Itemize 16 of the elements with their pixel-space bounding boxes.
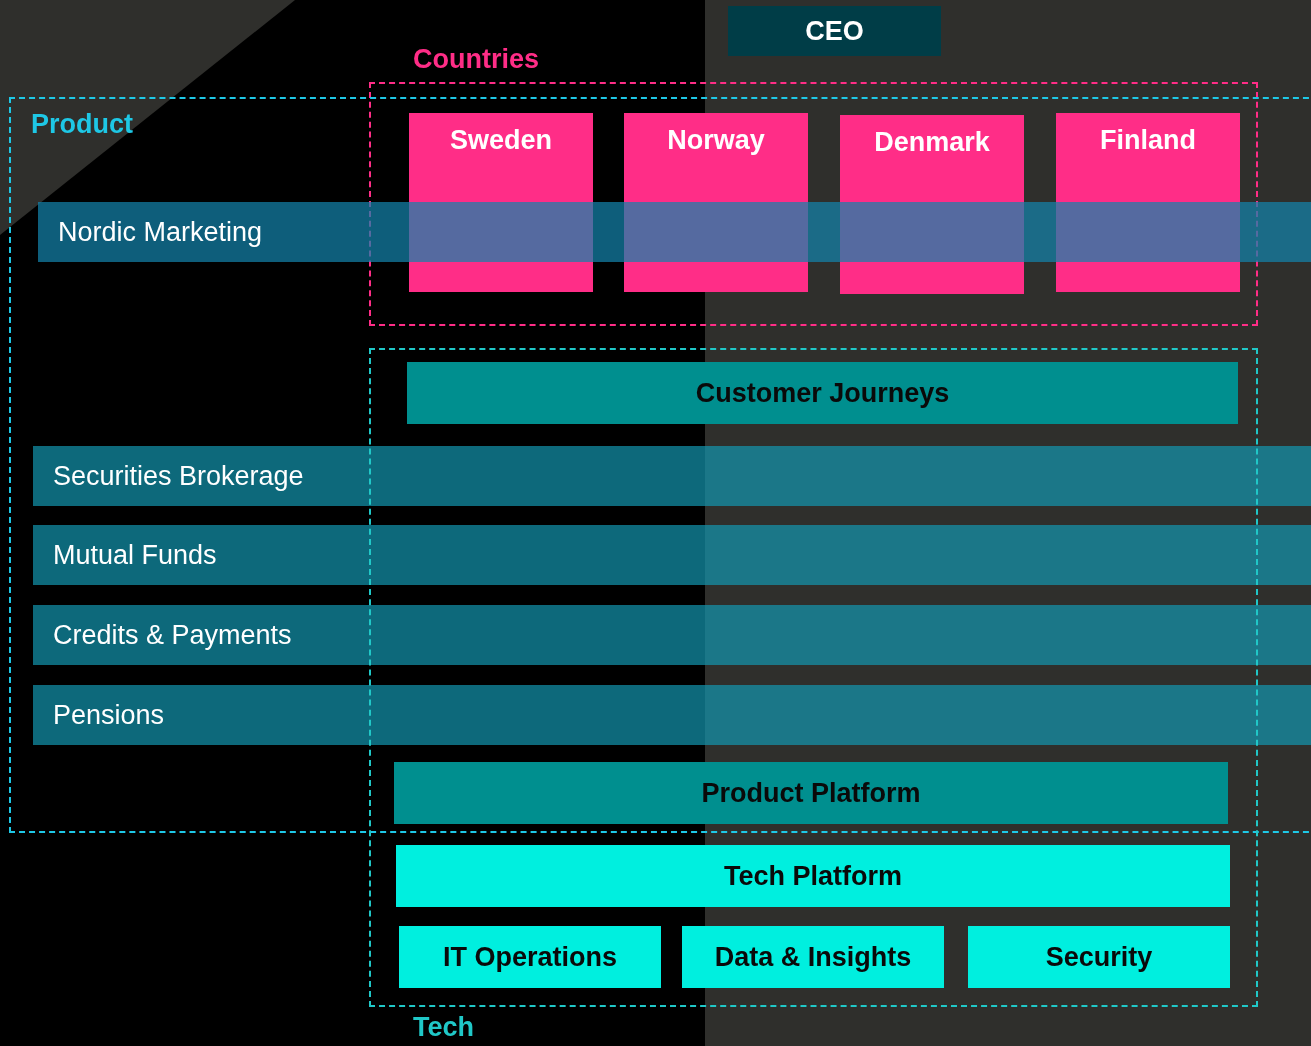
group-heading: Countries — [413, 44, 539, 75]
unit-bar: Customer Journeys — [407, 362, 1238, 424]
unit-band: Pensions — [33, 685, 1311, 745]
unit-bar: Tech Platform — [396, 845, 1230, 907]
unit-bar: Product Platform — [394, 762, 1228, 824]
unit-bar: Data & Insights — [682, 926, 944, 988]
unit-band: Nordic Marketing — [38, 202, 1311, 262]
unit-band: Mutual Funds — [33, 525, 1311, 585]
group-heading: Tech — [413, 1012, 474, 1043]
unit-bar: Security — [968, 926, 1230, 988]
group-heading: Product — [31, 109, 133, 140]
role-box: CEO — [728, 6, 941, 56]
unit-band: Credits & Payments — [33, 605, 1311, 665]
unit-band: Securities Brokerage — [33, 446, 1311, 506]
dashed-group-frame — [9, 97, 1311, 833]
unit-bar: IT Operations — [399, 926, 661, 988]
